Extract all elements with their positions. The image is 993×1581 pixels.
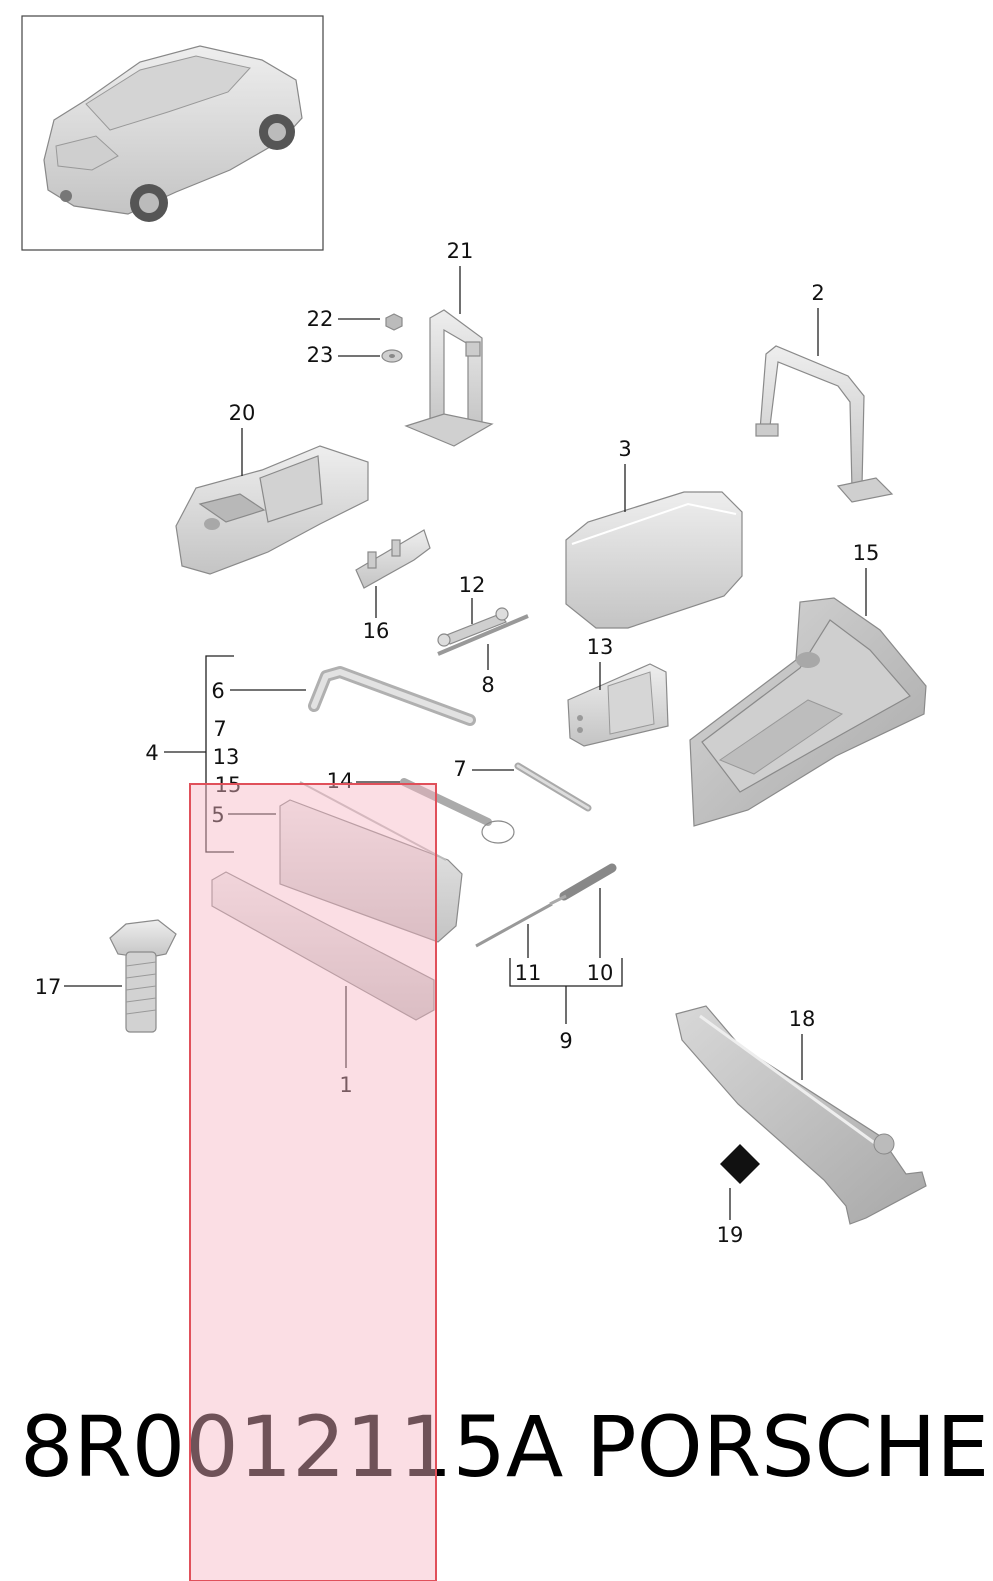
part-11-awl xyxy=(475,902,553,948)
part-12-wrench xyxy=(437,607,509,647)
part-19-label-square xyxy=(720,1144,760,1184)
part-15-tool-tray xyxy=(689,597,927,827)
callout-12: 12 xyxy=(459,573,486,597)
callout-7: 7 xyxy=(453,757,466,781)
callout-16: 16 xyxy=(363,619,390,643)
callout-19: 19 xyxy=(717,1223,744,1247)
part-5-tool-pouch xyxy=(279,781,463,943)
callout-3: 3 xyxy=(618,437,631,461)
callout-6: 6 xyxy=(211,679,224,703)
vehicle-thumbnail xyxy=(21,15,324,251)
callout-22: 22 xyxy=(307,307,334,331)
part-18-car-jack xyxy=(675,1005,927,1225)
part-22-nut xyxy=(385,313,403,331)
part-10-screwdriver xyxy=(549,863,617,906)
part-7-pin xyxy=(514,762,592,812)
callout-13-group: 13 xyxy=(213,745,240,769)
callout-17: 17 xyxy=(35,975,62,999)
leader-lines xyxy=(64,266,867,1220)
car-icon xyxy=(43,45,303,222)
part-number: 8R0012115A xyxy=(20,1398,563,1496)
part-21-battery-bracket xyxy=(404,309,494,447)
callout-4: 4 xyxy=(145,741,158,765)
callout-21: 21 xyxy=(447,239,474,263)
part-1-foam-block xyxy=(211,871,435,1021)
callout-15: 15 xyxy=(853,541,880,565)
callout-8: 8 xyxy=(481,673,494,697)
callout-20: 20 xyxy=(229,401,256,425)
callout-13: 13 xyxy=(587,635,614,659)
part-3-storage-box xyxy=(565,491,743,629)
callout-1: 1 xyxy=(339,1073,352,1097)
footer: 8R0012115A PORSCHE xyxy=(20,1398,989,1496)
part-8-rod xyxy=(437,614,529,656)
part-14-towing-eye xyxy=(400,778,515,844)
callout-18: 18 xyxy=(789,1007,816,1031)
part-23-washer xyxy=(381,349,403,363)
part-16-holder-clip xyxy=(355,529,431,589)
callout-9: 9 xyxy=(559,1029,572,1053)
part-13-mounting-plate xyxy=(567,663,669,747)
part-2-retaining-strap xyxy=(755,345,894,503)
callout-10: 10 xyxy=(587,961,614,985)
callout-7-group: 7 xyxy=(213,717,226,741)
part-17-retaining-screw xyxy=(109,919,177,1033)
callout-23: 23 xyxy=(307,343,334,367)
callout-11: 11 xyxy=(515,961,542,985)
callout-2: 2 xyxy=(811,281,824,305)
part-20-foam-insert xyxy=(175,445,369,575)
callout-5: 5 xyxy=(211,803,224,827)
callout-labels: 21 22 23 2 20 3 15 16 12 8 13 6 7 4 13 1… xyxy=(35,239,880,1247)
brand-name: PORSCHE xyxy=(586,1398,989,1496)
callout-14: 14 xyxy=(327,769,354,793)
part-6-lug-wrench xyxy=(308,666,476,726)
part-1-highlight-overlay xyxy=(189,783,437,1581)
